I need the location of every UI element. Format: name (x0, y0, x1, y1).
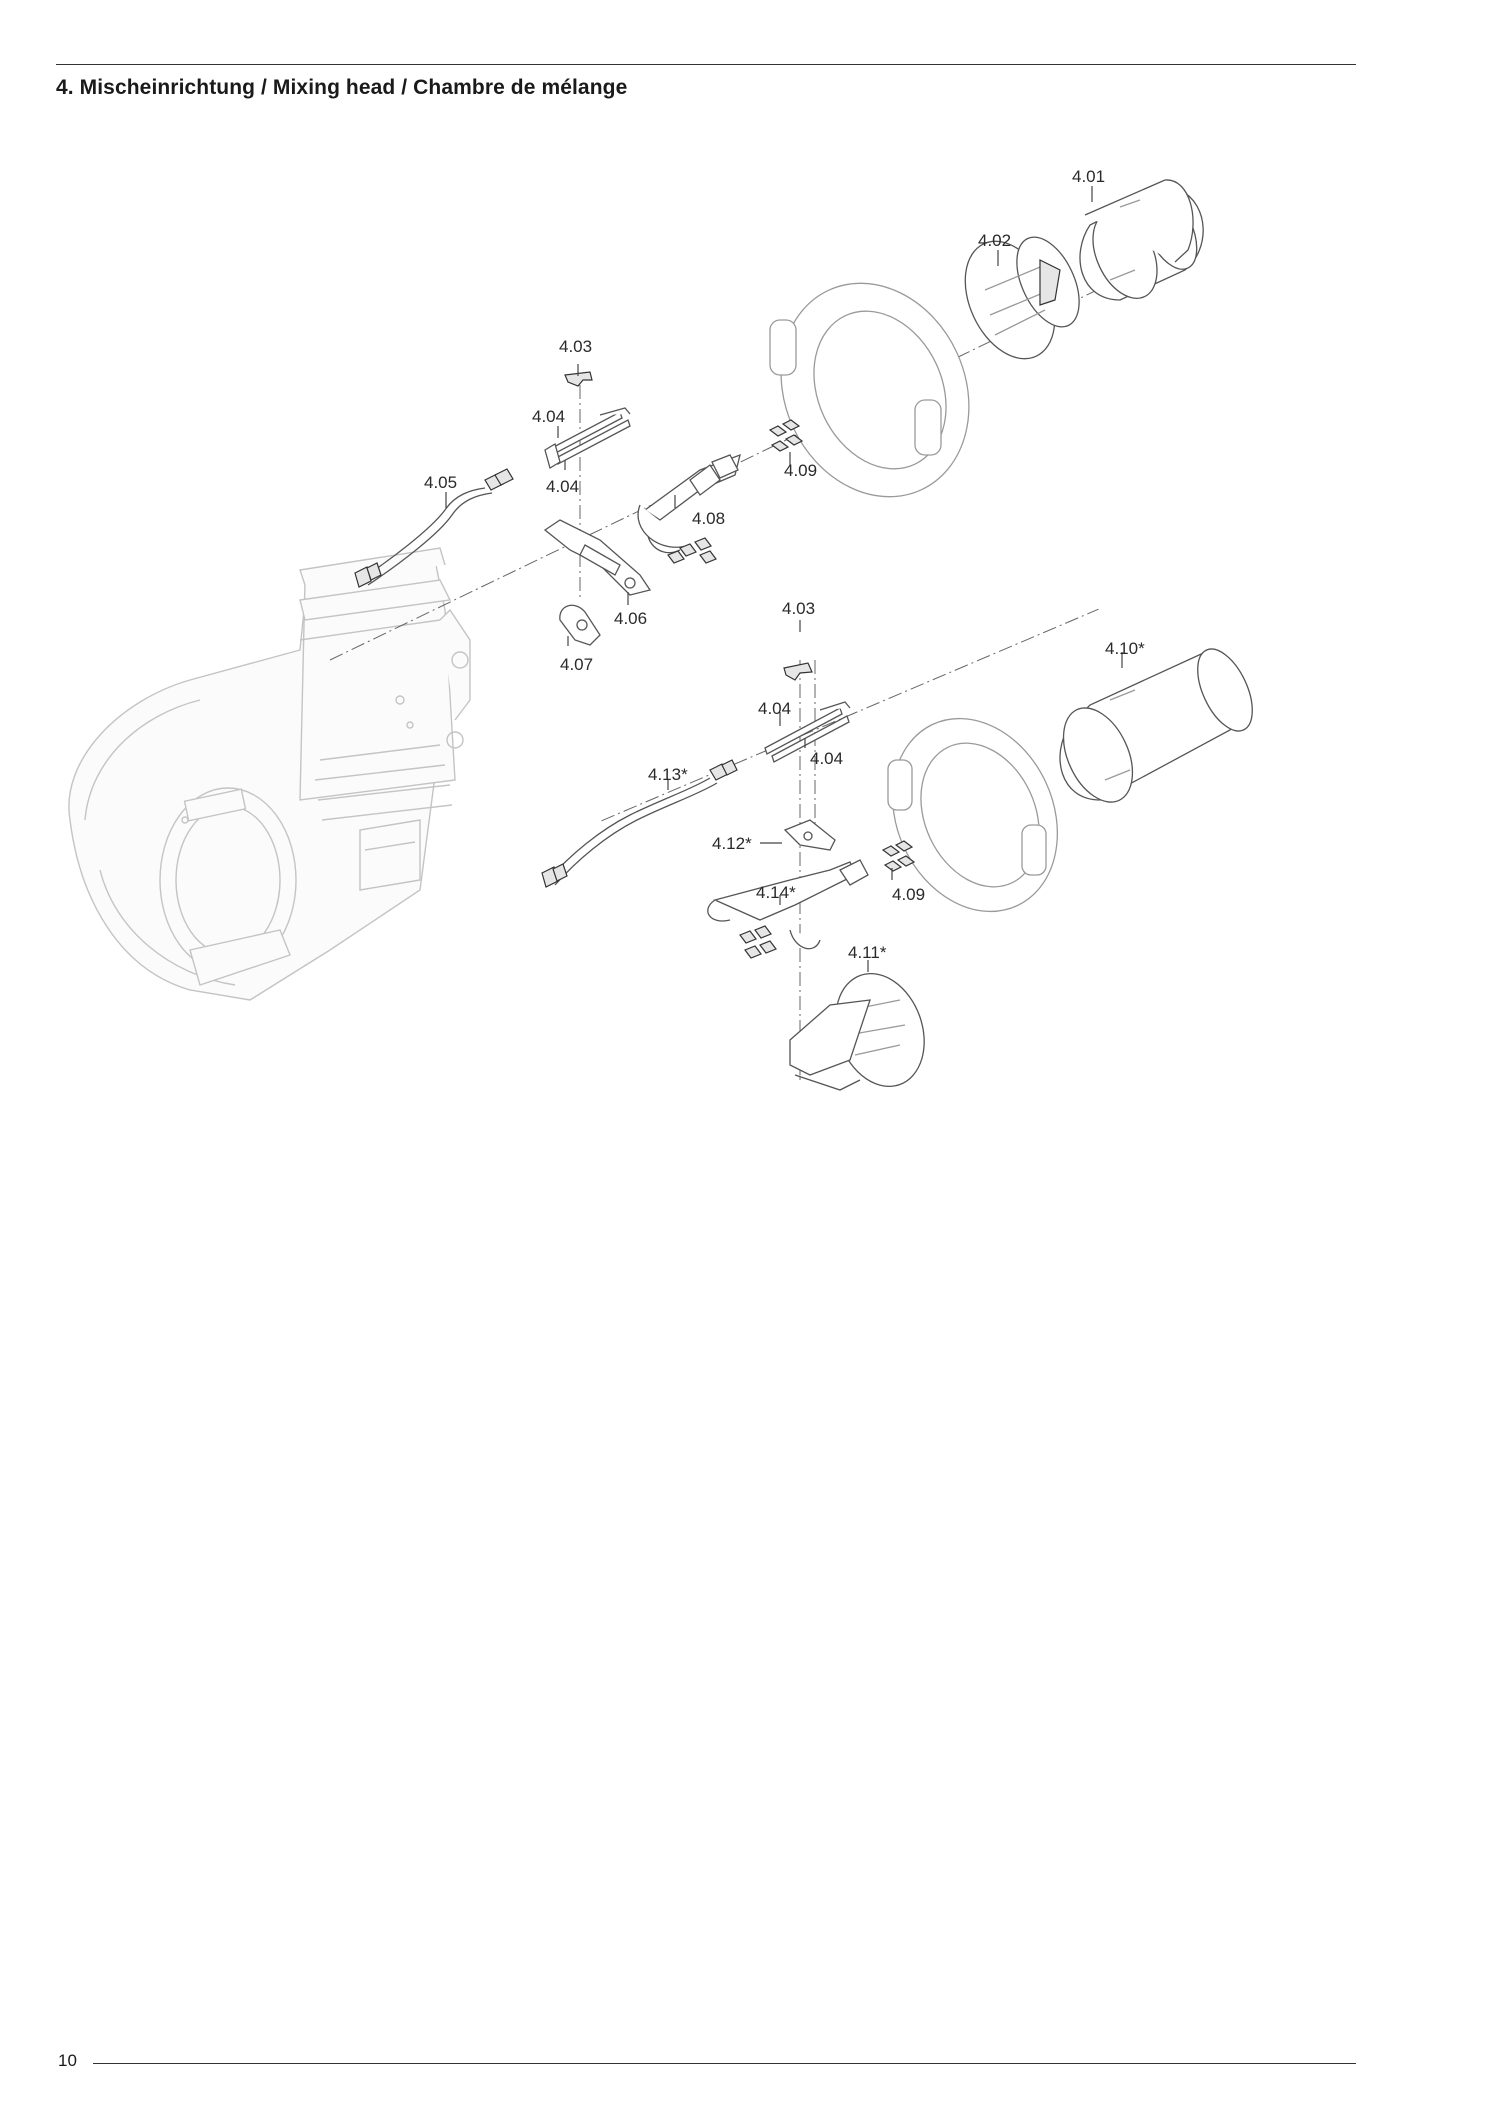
callout-4-04: 4.04 (546, 477, 579, 496)
page-number: 10 (58, 2051, 77, 2070)
footer-rule (93, 2063, 1356, 2064)
section-heading: 4. Mischeinrichtung / Mixing head / Cham… (56, 76, 628, 99)
lower-assembly-drawing (541, 608, 1253, 1091)
callout-4-04: 4.04 (810, 749, 843, 768)
callout-4-03: 4.03 (559, 337, 592, 356)
callout-4-12: 4.12* (712, 834, 752, 853)
callout-4-14: 4.14* (756, 883, 796, 902)
callout-4-08: 4.08 (692, 509, 725, 528)
callout-4-06: 4.06 (614, 609, 647, 628)
callout-leaders (445, 186, 1123, 972)
callout-4-04: 4.04 (532, 407, 565, 426)
burner-housing-drawing (68, 547, 471, 1001)
callout-4-13: 4.13* (648, 765, 688, 784)
callout-4-02: 4.02 (978, 231, 1011, 250)
upper-assembly-drawing (329, 179, 1204, 661)
callout-4-09: 4.09 (784, 461, 817, 480)
callout-4-03: 4.03 (782, 599, 815, 618)
exploded-view-figure: 4.01 4.02 4.03 4.04 4.04 4.05 4.06 4.07 … (68, 167, 1253, 1091)
header-rule (56, 64, 1356, 65)
callout-4-09: 4.09 (892, 885, 925, 904)
callout-4-10: 4.10* (1105, 639, 1145, 658)
callout-4-04: 4.04 (758, 699, 791, 718)
callout-4-07: 4.07 (560, 655, 593, 674)
callout-4-11: 4.11* (848, 943, 887, 962)
callout-4-01: 4.01 (1072, 167, 1105, 186)
callout-4-05: 4.05 (424, 473, 457, 492)
callout-labels: 4.01 4.02 4.03 4.04 4.04 4.05 4.06 4.07 … (424, 167, 1145, 962)
